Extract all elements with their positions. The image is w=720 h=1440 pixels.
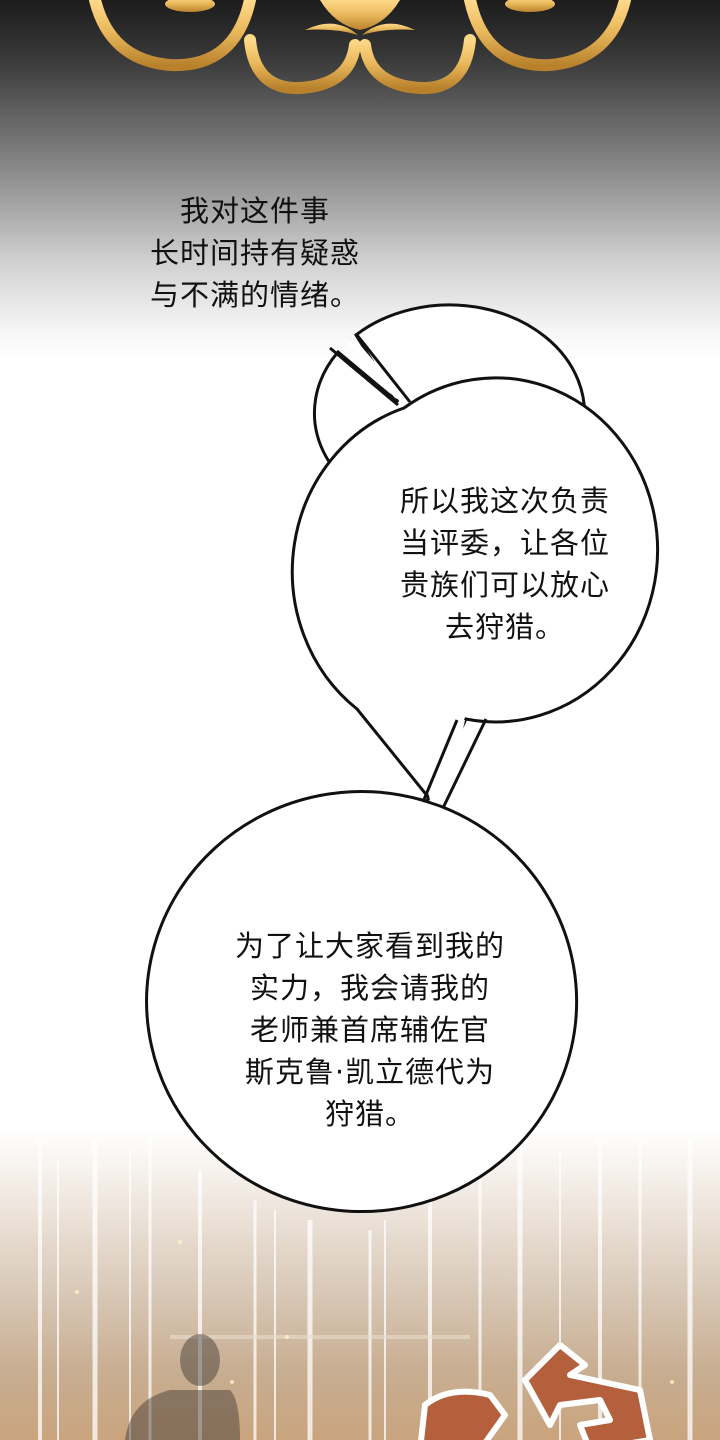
speech-bubble-3: [145, 790, 579, 1214]
light-particle: [178, 1240, 182, 1244]
speech-bubble-2-text: 所以我这次负责 当评委，让各位 贵族们可以放心 去狩猎。: [399, 484, 610, 644]
gold-scroll-ornament-icon: [89, 0, 631, 95]
shadow-silhouette-figure: [125, 1334, 240, 1440]
top-dark-gradient-background: [0, 0, 720, 360]
light-particle: [670, 1380, 674, 1384]
light-particle: [75, 1290, 79, 1294]
light-particle: [230, 1380, 234, 1384]
speech-bubble-3-text: 为了让大家看到我的 实力，我会请我的 老师兼首席辅佐官 斯克鲁·凯立德代为 狩猎…: [234, 929, 505, 1131]
speech-bubble-2: [290, 376, 660, 806]
speech-bubble-1-text: 我对这件事 长时间持有疑惑 与不满的情绪。: [149, 194, 360, 312]
light-particle: [285, 1335, 289, 1339]
sound-effect-lettering-icon: [418, 1342, 653, 1440]
